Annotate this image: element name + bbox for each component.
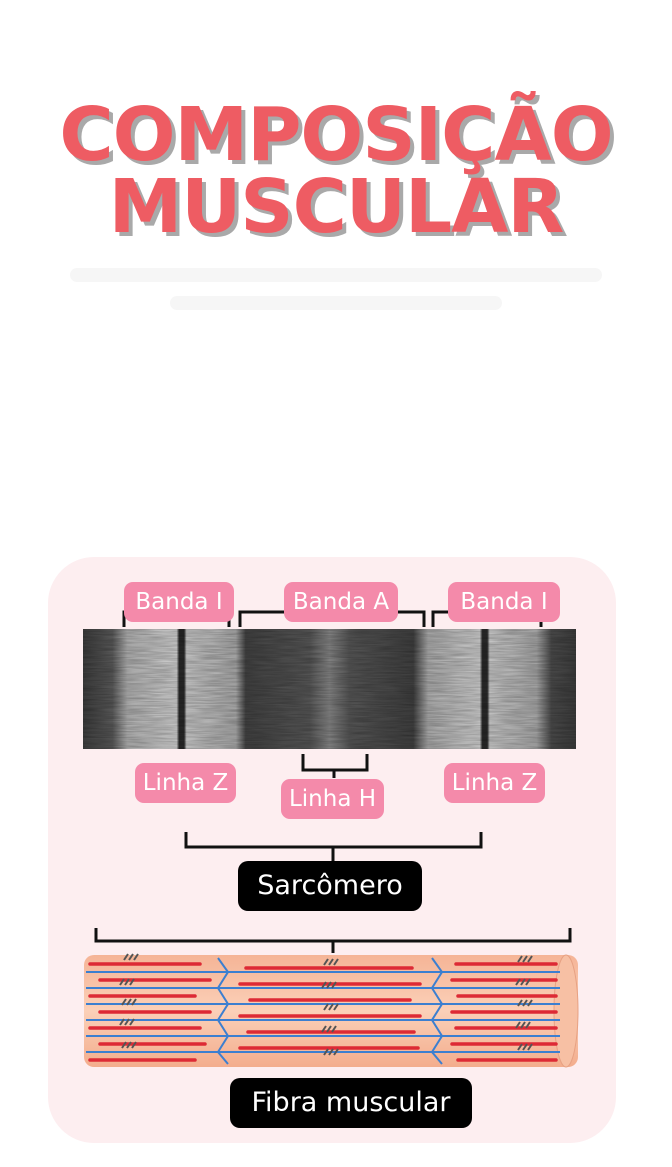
label-linha-z-right: Linha Z (444, 763, 545, 803)
title-line-2: MUSCULAR (108, 164, 565, 250)
fibra-bracket (94, 928, 572, 943)
micrograph-image (83, 629, 576, 749)
label-banda-a: Banda A (284, 582, 398, 622)
faint-text-bar (170, 296, 502, 310)
label-banda-i-right: Banda I (448, 582, 560, 622)
sarcomero-bracket (184, 832, 483, 849)
label-sarcomero: Sarcômero (238, 861, 422, 911)
label-linha-z-left: Linha Z (135, 763, 236, 803)
faint-text-bar (70, 268, 602, 282)
muscle-fiber-illustration (84, 953, 579, 1068)
title-line-1: COMPOSIÇÃO (59, 92, 613, 178)
linha-h-bracket (301, 754, 369, 772)
label-fibra-muscular: Fibra muscular (230, 1078, 472, 1128)
label-linha-h: Linha H (281, 779, 384, 819)
label-banda-i-left: Banda I (124, 582, 234, 622)
